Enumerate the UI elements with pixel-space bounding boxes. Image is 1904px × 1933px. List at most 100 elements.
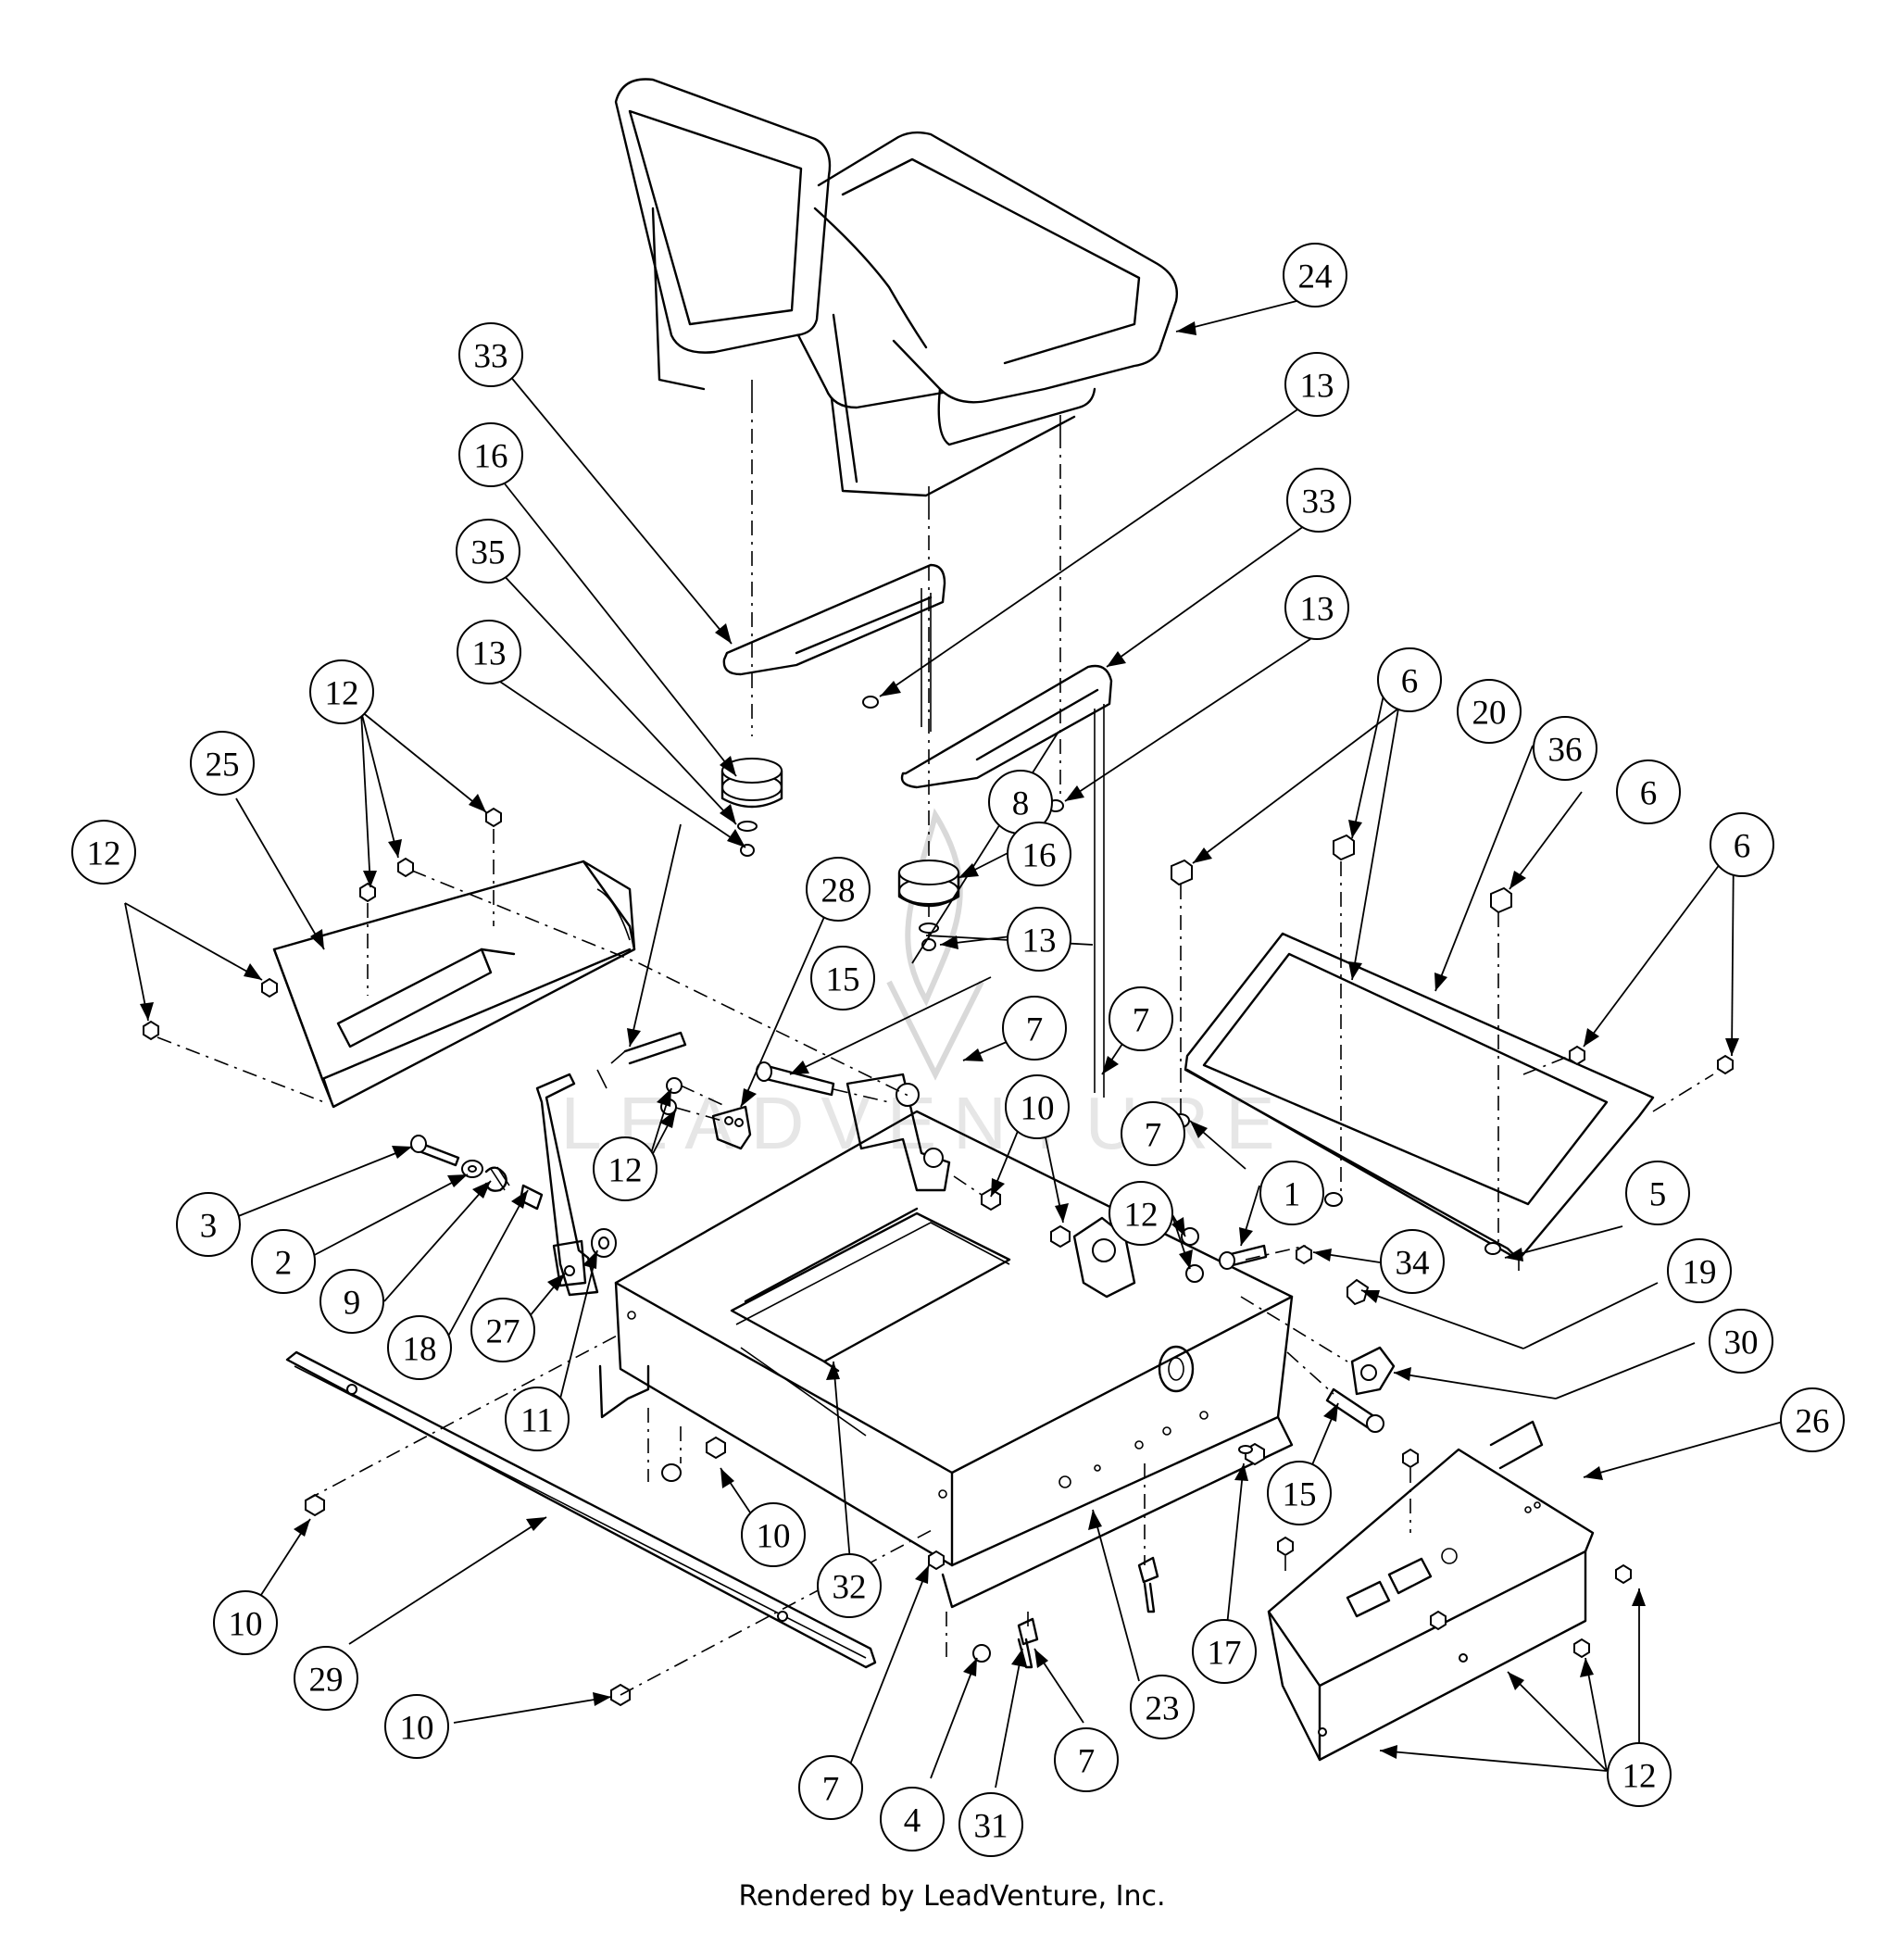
adjustment-lever xyxy=(535,1031,687,1297)
callout-label: 33 xyxy=(474,338,508,376)
render-credit: Rendered by LeadVenture, Inc. xyxy=(738,1880,1166,1913)
callout-label: 7 xyxy=(1078,1743,1096,1781)
callout-label: 7 xyxy=(1026,1011,1044,1049)
callout-label: 13 xyxy=(1300,368,1334,406)
callout-label: 16 xyxy=(1022,837,1057,875)
callout-30: 30 xyxy=(1709,1309,1773,1374)
callout-7: 7 xyxy=(1109,986,1173,1051)
callout-label: 12 xyxy=(1124,1197,1159,1235)
callout-12: 12 xyxy=(71,820,136,885)
hinge-nuts xyxy=(953,1175,1071,1249)
callout-label: 17 xyxy=(1208,1635,1242,1673)
callout-13: 13 xyxy=(1284,575,1349,640)
callout-label: 10 xyxy=(1021,1090,1055,1128)
callout-label: 33 xyxy=(1302,483,1336,521)
callout-7: 7 xyxy=(1054,1727,1119,1792)
misc-fasteners xyxy=(305,1113,1632,1707)
callout-18: 18 xyxy=(387,1315,452,1380)
callout-label: 19 xyxy=(1683,1254,1717,1292)
callout-label: 11 xyxy=(520,1402,554,1440)
callout-23: 23 xyxy=(1130,1675,1195,1739)
callout-29: 29 xyxy=(294,1646,358,1711)
callout-label: 27 xyxy=(486,1313,520,1351)
callout-label: 15 xyxy=(826,961,860,999)
callout-33: 33 xyxy=(1286,468,1351,533)
callout-33: 33 xyxy=(458,322,523,387)
callout-label: 8 xyxy=(1012,785,1030,823)
callout-27: 27 xyxy=(470,1298,535,1362)
seat-hinges xyxy=(846,1073,1136,1299)
callout-label: 25 xyxy=(206,747,240,784)
callout-11: 11 xyxy=(505,1387,570,1451)
lever-hardware xyxy=(410,1135,617,1258)
right-side-hardware xyxy=(1181,1227,1396,1433)
callout-label: 15 xyxy=(1283,1476,1317,1514)
callout-label: 10 xyxy=(400,1710,434,1748)
callout-6: 6 xyxy=(1616,759,1681,824)
callout-label: 30 xyxy=(1724,1324,1759,1362)
callout-26: 26 xyxy=(1780,1387,1845,1452)
callout-19: 19 xyxy=(1667,1238,1732,1303)
callout-label: 12 xyxy=(1622,1758,1657,1796)
callout-35: 35 xyxy=(456,519,520,584)
rubber-bumpers xyxy=(720,696,1064,951)
callout-5: 5 xyxy=(1625,1161,1690,1225)
callout-label: 34 xyxy=(1396,1245,1430,1283)
callout-15: 15 xyxy=(810,946,875,1010)
callout-label: 13 xyxy=(472,635,507,673)
leader-lines xyxy=(124,298,1784,1789)
callout-label: 13 xyxy=(1300,591,1334,629)
callout-label: 13 xyxy=(1022,923,1057,960)
callout-label: 12 xyxy=(87,835,121,873)
callout-label: 16 xyxy=(474,438,508,476)
callout-label: 31 xyxy=(974,1808,1008,1846)
seat xyxy=(614,78,1178,505)
callout-3: 3 xyxy=(176,1192,241,1257)
callout-13: 13 xyxy=(1284,352,1349,417)
callout-34: 34 xyxy=(1380,1229,1445,1294)
seat-bracket-left xyxy=(722,563,946,732)
support-bar xyxy=(285,1350,877,1669)
right-fender-cover xyxy=(1184,932,1655,1271)
callout-label: 32 xyxy=(833,1569,867,1607)
callout-16: 16 xyxy=(1007,822,1071,886)
callout-7: 7 xyxy=(798,1755,863,1820)
callout-4: 4 xyxy=(880,1787,945,1851)
callout-label: 10 xyxy=(757,1518,791,1556)
callout-12: 12 xyxy=(593,1136,658,1201)
callout-25: 25 xyxy=(190,731,255,796)
callout-28: 28 xyxy=(806,857,871,922)
callout-label: 3 xyxy=(200,1208,218,1246)
callout-6: 6 xyxy=(1710,812,1774,877)
callout-label: 24 xyxy=(1298,258,1333,296)
callout-label: 7 xyxy=(1133,1002,1150,1040)
callout-label: 20 xyxy=(1472,695,1507,733)
callout-label: 5 xyxy=(1649,1176,1667,1214)
callout-16: 16 xyxy=(458,422,523,487)
callout-32: 32 xyxy=(817,1553,882,1618)
callout-label: 35 xyxy=(471,534,506,572)
callout-label: 6 xyxy=(1640,775,1658,813)
callout-label: 6 xyxy=(1401,663,1419,701)
callout-label: 28 xyxy=(821,872,856,910)
callout-20: 20 xyxy=(1457,679,1522,744)
callout-10: 10 xyxy=(213,1590,278,1655)
callout-12: 12 xyxy=(1607,1742,1672,1807)
callout-2: 2 xyxy=(251,1229,316,1294)
callout-6: 6 xyxy=(1377,647,1442,712)
callout-7: 7 xyxy=(1002,996,1067,1061)
callout-label: 18 xyxy=(403,1331,437,1369)
callout-label: 1 xyxy=(1284,1176,1301,1214)
callout-7: 7 xyxy=(1121,1101,1185,1166)
callout-13: 13 xyxy=(1007,907,1071,972)
callout-label: 23 xyxy=(1146,1690,1180,1728)
callout-label: 4 xyxy=(904,1802,921,1840)
rear-cover xyxy=(1267,1420,1595,1762)
callout-label: 10 xyxy=(229,1606,263,1644)
callout-31: 31 xyxy=(958,1792,1023,1857)
callout-10: 10 xyxy=(741,1502,806,1567)
callout-label: 7 xyxy=(822,1771,840,1809)
callout-label: 36 xyxy=(1548,732,1583,770)
callout-label: 29 xyxy=(309,1662,344,1700)
